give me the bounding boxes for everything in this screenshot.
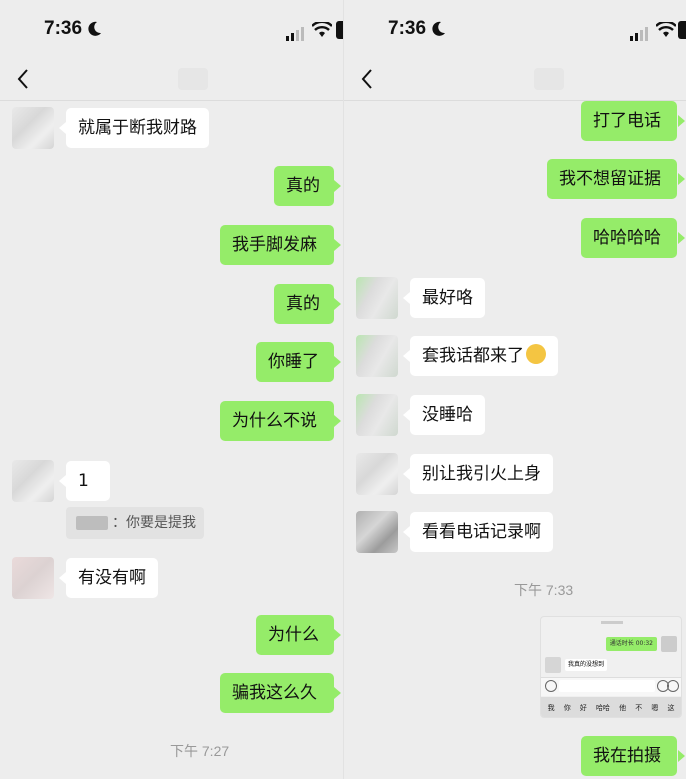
status-time: 7:36 [44, 18, 83, 39]
screenshot-image-message[interactable]: 通话时长 00:32 我真的没想到 我 你 好 哈哈 他 不 嗯 这 [540, 616, 682, 718]
keyboard-suggestions: 我 你 好 哈哈 他 不 嗯 这 [541, 697, 681, 717]
left-chat-screen: 7:36 就属于断我财路 真的 我手脚发麻 真的 你睡了 为什么不说 1 ：你要… [0, 0, 343, 759]
crying-laughing-emoji-icon [526, 344, 546, 364]
contact-avatar[interactable] [356, 277, 398, 319]
status-bar: 7:36 [344, 0, 686, 60]
chat-nav-bar [344, 60, 686, 101]
sent-message[interactable]: 为什么 [256, 615, 334, 655]
sent-message[interactable]: 真的 [274, 284, 334, 324]
sent-message[interactable]: 我手脚发麻 [220, 225, 334, 265]
wifi-icon [312, 22, 332, 37]
quoted-reply[interactable]: ：你要是提我 [66, 507, 204, 539]
sent-message[interactable]: 真的 [274, 166, 334, 206]
message-timestamp: 下午 7:27 [170, 743, 230, 759]
status-bar: 7:36 [0, 0, 343, 60]
received-message[interactable]: 套我话都来了 [410, 336, 558, 376]
back-chevron-icon[interactable] [360, 68, 374, 90]
sent-message[interactable]: 骗我这么久 [220, 673, 334, 713]
screenshot-reply: 我真的没想到 [565, 659, 608, 671]
sent-message[interactable]: 哈哈哈哈 [581, 218, 677, 258]
call-duration-label: 通话时长 00:32 [605, 637, 657, 651]
received-message[interactable]: 看看电话记录啊 [410, 512, 553, 552]
message-text: 套我话都来了 [422, 346, 524, 366]
received-message[interactable]: 1 [66, 461, 110, 501]
sent-message[interactable]: 打了电话 [581, 101, 677, 141]
contact-avatar[interactable] [356, 453, 398, 495]
sent-message[interactable]: 我不想留证据 [547, 159, 677, 199]
sent-message[interactable]: 你睡了 [256, 342, 334, 382]
wifi-icon [656, 22, 676, 37]
moon-icon [432, 21, 445, 36]
received-message[interactable]: 别让我引火上身 [410, 454, 553, 494]
back-chevron-icon[interactable] [16, 68, 30, 90]
quote-text: ：你要是提我 [112, 515, 196, 531]
contact-avatar[interactable] [12, 557, 54, 599]
moon-icon [88, 21, 101, 36]
received-message[interactable]: 就属于断我财路 [66, 108, 209, 148]
message-timestamp: 下午 7:33 [514, 582, 574, 598]
contact-name-blurred [178, 68, 208, 90]
signal-icon [630, 27, 648, 41]
contact-avatar[interactable] [12, 460, 54, 502]
contact-avatar[interactable] [356, 511, 398, 553]
contact-avatar[interactable] [356, 394, 398, 436]
signal-icon [286, 27, 304, 41]
voice-icon [545, 680, 557, 692]
sent-message[interactable]: 为什么不说 [220, 401, 334, 441]
received-message[interactable]: 最好咯 [410, 278, 485, 318]
right-chat-screen: 7:36 打了电话 我不想留证据 哈哈哈哈 最好咯 套我话都来了 没睡哈 别让我… [343, 0, 686, 779]
plus-icon [667, 680, 679, 692]
contact-avatar[interactable] [12, 107, 54, 149]
contact-name-blurred [534, 68, 564, 90]
sent-message[interactable]: 我在拍摄 [581, 736, 677, 776]
quote-thumbnail [76, 516, 108, 530]
contact-avatar[interactable] [356, 335, 398, 377]
battery-icon [336, 21, 343, 39]
received-message[interactable]: 有没有啊 [66, 558, 158, 598]
status-time: 7:36 [388, 18, 427, 39]
chat-nav-bar [0, 60, 343, 101]
received-message[interactable]: 没睡哈 [410, 395, 485, 435]
battery-icon [678, 21, 686, 39]
